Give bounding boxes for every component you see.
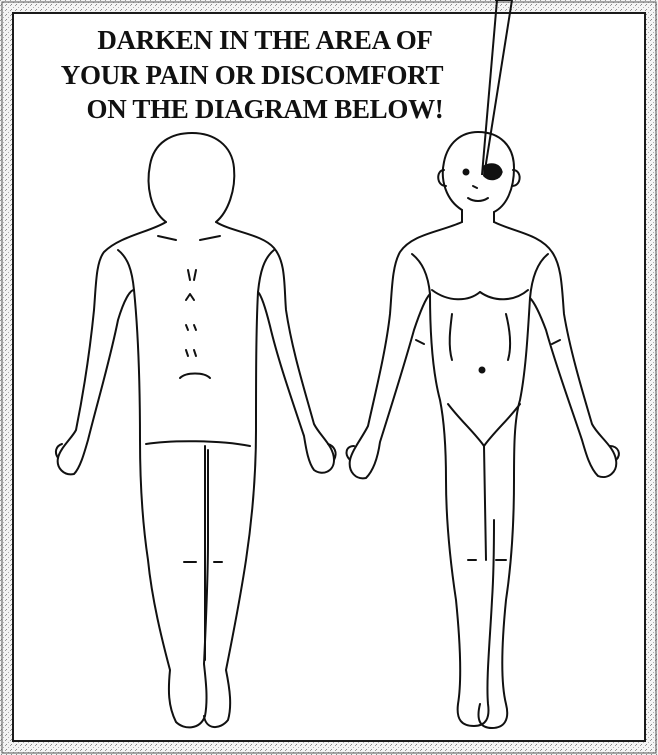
back-view-figure — [56, 133, 336, 727]
back-right-outline — [204, 222, 334, 727]
front-view-figure — [347, 132, 619, 728]
instruction-line-2: YOUR PAIN OR DISCOMFORT — [14, 62, 490, 89]
back-head — [149, 133, 235, 222]
instruction-line-1: DARKEN IN THE AREA OF — [30, 27, 500, 54]
front-right-outline — [479, 222, 617, 728]
instruction-line-3: ON THE DIAGRAM BELOW! — [30, 96, 500, 123]
back-left-outline — [58, 222, 208, 727]
